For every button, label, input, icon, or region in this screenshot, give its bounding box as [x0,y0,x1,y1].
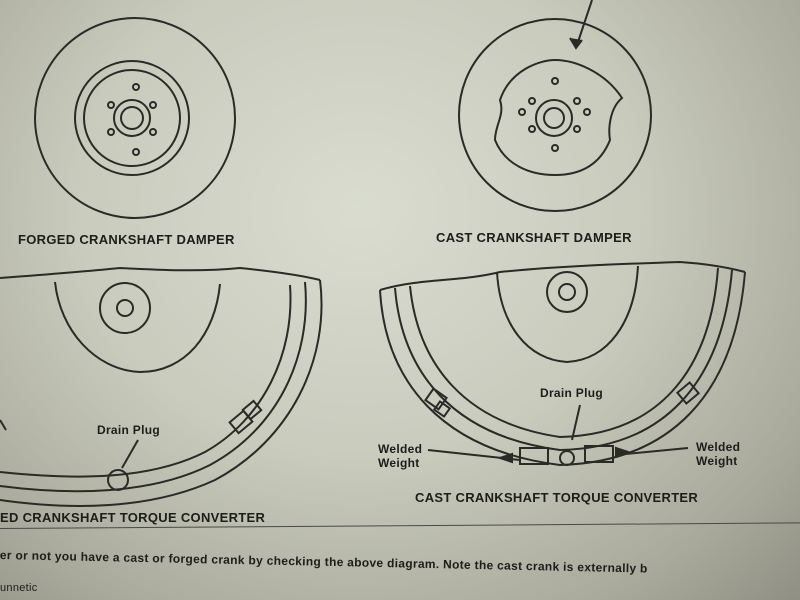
drain-plug-label-right: Drain Plug [540,386,604,400]
welded-weight-label-right: Welded Weight [696,440,740,468]
forged-converter-caption: ED CRANKSHAFT TORQUE CONVERTER [0,510,266,525]
forged-damper-drawing [34,17,236,219]
body-text-line2: unnetic [0,582,38,594]
welded-weight-left-line2: Weight [378,456,420,470]
cast-damper-caption: CAST CRANKSHAFT DAMPER [436,230,632,245]
welded-weight-label-left: Welded Weight [378,442,422,470]
forged-damper-caption: FORGED CRANKSHAFT DAMPER [18,232,235,247]
drain-plug-label-left: Drain Plug [97,423,161,437]
cast-converter-drawing [379,260,746,467]
welded-weight-right-line2: Weight [696,454,738,468]
cast-damper-drawing [458,0,652,212]
welded-weight-right-line1: Welded [696,440,741,454]
forged-converter-drawing [0,266,323,507]
welded-weight-left-line1: Welded [378,442,423,456]
cast-converter-caption: CAST CRANKSHAFT TORQUE CONVERTER [415,490,699,505]
